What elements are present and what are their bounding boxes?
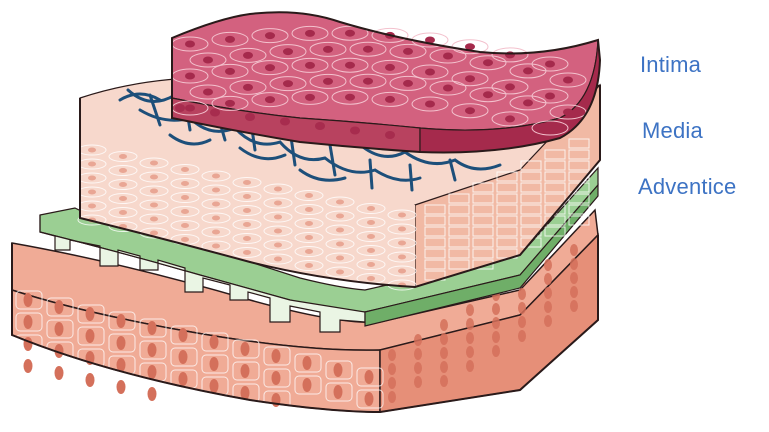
label-intima: Intima — [640, 52, 701, 78]
label-media: Media — [642, 118, 703, 144]
label-adventice: Adventice — [638, 174, 736, 200]
intima-layer — [172, 12, 600, 152]
